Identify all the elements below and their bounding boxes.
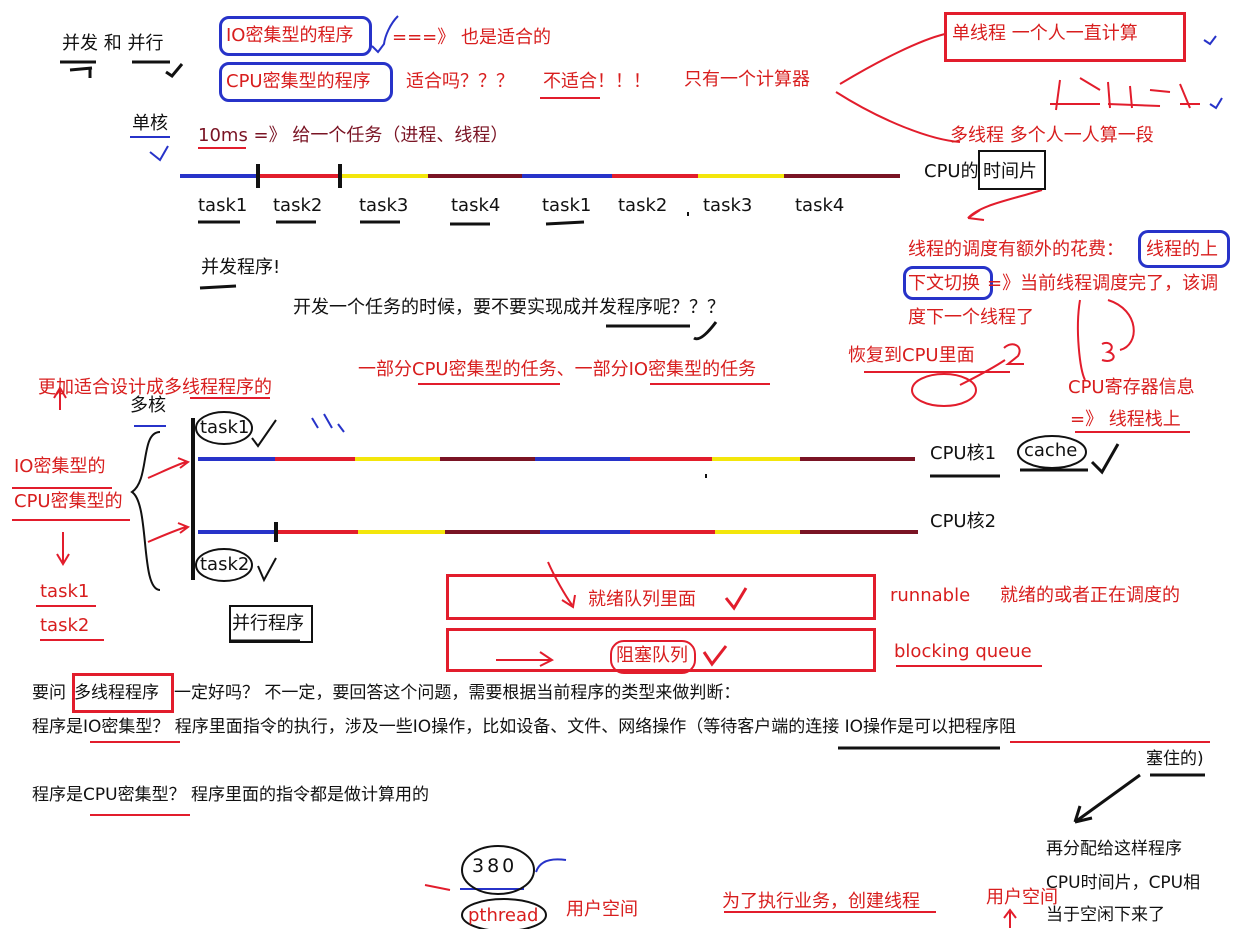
left-task2-label: task2 xyxy=(40,615,90,636)
timeslice-desc: 10ms =》 给一个任务（进程、线程） xyxy=(198,125,509,146)
scheduling-line3: 度下一个线程了 xyxy=(908,307,1034,328)
red-checks xyxy=(702,587,748,667)
single-thread-box xyxy=(944,12,1186,62)
context-switch-box-2 xyxy=(903,266,993,300)
cpu-timeslice-prefix: CPU的 xyxy=(924,161,979,182)
cpu-bound-box xyxy=(219,62,393,102)
io-suitable-label: ===》 也是适合的 xyxy=(392,27,551,48)
timeline-task-3: task3 xyxy=(359,195,409,216)
reassign-line1: 再分配给这样程序 xyxy=(1046,839,1182,859)
cpu-suitable-question: 适合吗？？？ xyxy=(406,71,514,92)
core1-task1-label: task1 xyxy=(200,417,250,438)
single-core-label: 单核 xyxy=(132,113,168,134)
blocking-queue-label: blocking queue xyxy=(894,641,1032,662)
parallel-program-box xyxy=(229,605,313,643)
timeline-task-7: task3 xyxy=(703,195,753,216)
timeline-task-6: task2 xyxy=(618,195,668,216)
io-bound-program-label: IO密集型的程序 xyxy=(226,25,354,46)
timeline-task-8: task4 xyxy=(795,195,845,216)
runnable-label: runnable xyxy=(890,585,971,606)
restore-cpu-label: 恢复到CPU里面 xyxy=(848,345,975,366)
parallel-program-label: 并行程序 xyxy=(232,613,304,634)
thread-stack-label: =》 线程栈上 xyxy=(1070,409,1181,430)
curly-brace xyxy=(130,431,161,591)
scheduling-line2-box: 下文切换 xyxy=(908,273,980,294)
not-suitable-label: 不适合！！！ xyxy=(543,71,651,92)
cpu-core2-label: CPU核2 xyxy=(930,511,997,532)
red-underlines xyxy=(12,97,1210,913)
multithread-program-box xyxy=(72,673,174,713)
timeline-task-4: task4 xyxy=(451,195,501,216)
cpu-bound-left-label: CPU密集型的 xyxy=(14,491,123,512)
cpu-core1-label: CPU核1 xyxy=(930,443,997,464)
cpu-bound-explanation: 程序是CPU密集型？ 程序里面的指令都是做计算用的 xyxy=(32,785,429,805)
core2-task2-label: task2 xyxy=(200,554,250,575)
scribble-numbers xyxy=(1003,342,1115,365)
core2-timeline xyxy=(198,522,918,542)
left-task1-label: task1 xyxy=(40,581,90,602)
user-space-label-1: 用户空间 xyxy=(566,899,638,920)
ready-queue-label: 就绪队列里面 xyxy=(588,589,696,610)
timeline-task-5: task1 xyxy=(542,195,592,216)
cache-label: cache xyxy=(1024,440,1078,461)
check-marks xyxy=(251,212,707,583)
number-380: 380 xyxy=(472,855,518,877)
blocked-queue-label: 阻塞队列 xyxy=(616,645,688,666)
blocked-queue-circle xyxy=(610,640,696,674)
context-switch-box-1 xyxy=(1138,230,1230,268)
io-bound-explanation: 程序是IO密集型？ 程序里面指令的执行，涉及一些IO操作，比如设备、文件、网络操… xyxy=(32,717,1016,737)
single-thread-label: 单线程 一个人一直计算 xyxy=(952,23,1138,44)
cpu-timeslice-box-label: 时间片 xyxy=(983,161,1037,182)
user-space-label-2: 用户空间 xyxy=(986,887,1058,908)
blue-marks xyxy=(130,15,1223,890)
develop-question: 开发一个任务的时候，要不要实现成并发程序呢？？？ xyxy=(293,297,725,318)
concurrent-parallel-label: 并发 和 并行 xyxy=(62,33,164,54)
reassign-line3: 当于空闲下来了 xyxy=(1046,905,1165,925)
multi-core-label: 多核 xyxy=(130,395,166,416)
single-core-timeline xyxy=(180,164,900,188)
timeline-task-1: task1 xyxy=(198,195,248,216)
io-bound-explanation-cont: 塞住的) xyxy=(1146,749,1204,769)
red-annotations xyxy=(53,33,1200,928)
timeline-task-2: task2 xyxy=(273,195,323,216)
ready-queue-box xyxy=(446,574,876,620)
io-bound-left-label: IO密集型的 xyxy=(14,456,106,477)
cpu-bound-program-label: CPU密集型的程序 xyxy=(226,71,371,92)
scheduling-line1: 线程的调度有额外的花费： xyxy=(908,239,1124,260)
timeslice-box xyxy=(978,150,1046,190)
reassign-line2: CPU时间片，CPU相 xyxy=(1046,873,1201,893)
scheduling-line1-box: 线程的上 xyxy=(1146,239,1218,260)
one-calculator-label: 只有一个计算器 xyxy=(684,69,810,90)
create-thread-label: 为了执行业务，创建线程 xyxy=(722,891,920,912)
question-rest: 一定好吗？ 不一定，要回答这个问题，需要根据当前程序的类型来做判断： xyxy=(174,683,741,703)
question-box-text: 多线程程序 xyxy=(74,683,159,703)
runnable-desc: 就绪的或者正在调度的 xyxy=(1000,585,1180,606)
black-underlines xyxy=(60,60,1205,824)
blocked-queue-box xyxy=(446,628,876,672)
better-multithread-label: 更加适合设计成多线程程序的 xyxy=(38,377,272,398)
concurrent-program-label: 并发程序! xyxy=(201,257,281,278)
multi-thread-label: 多线程 多个人一人算一段 xyxy=(950,125,1154,146)
io-bound-box xyxy=(219,16,372,56)
scheduling-line2-rest: =》当前线程调度完了，该调 xyxy=(987,273,1219,294)
mixed-tasks-label: 一部分CPU密集型的任务、一部分IO密集型的任务 xyxy=(358,359,757,380)
cpu-registers-label: CPU寄存器信息 xyxy=(1068,377,1195,398)
question-prefix: 要问 xyxy=(32,683,66,703)
pthread-label: pthread xyxy=(468,905,539,926)
task-circles xyxy=(195,411,1087,929)
